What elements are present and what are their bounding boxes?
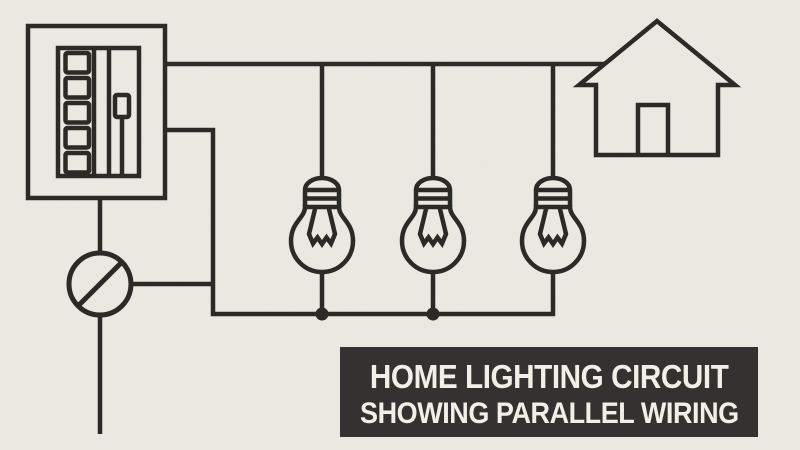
- breaker-switch-5: [63, 150, 92, 175]
- panel-outer-box: [25, 23, 168, 201]
- caption-title: HOME LIGHTING CIRCUIT: [369, 358, 729, 395]
- wiring: [97, 61, 604, 434]
- panel-door: [55, 45, 142, 179]
- house-icon: [572, 18, 742, 158]
- junction-dot-2: [426, 307, 440, 321]
- switch-lever: [77, 261, 123, 307]
- caption-banner: HOME LIGHTING CIRCUIT SHOWING PARALLEL W…: [340, 347, 758, 437]
- house-outline: [572, 18, 742, 158]
- breaker-switch-1: [63, 50, 92, 75]
- junction-dot-1: [315, 307, 329, 321]
- switch-body: [66, 250, 134, 318]
- wire-return-bus: [165, 127, 556, 317]
- house-door: [635, 102, 671, 155]
- rotary-switch-icon: [66, 250, 134, 318]
- breaker-switch-4: [63, 125, 92, 150]
- breaker-switch-2: [63, 75, 92, 100]
- caption-subtitle: SHOWING PARALLEL WIRING: [359, 397, 739, 430]
- breaker-switch-3: [63, 100, 92, 125]
- breaker-panel-icon: [25, 23, 168, 201]
